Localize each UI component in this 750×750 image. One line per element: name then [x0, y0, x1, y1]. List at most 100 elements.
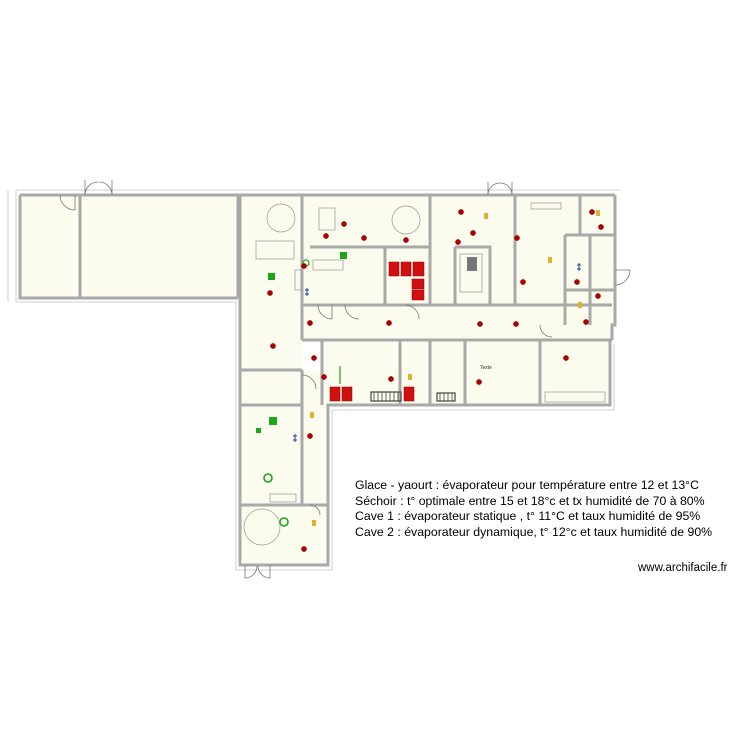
door-corridor-3 [404, 304, 420, 320]
marker [458, 209, 464, 215]
walls [18, 193, 617, 567]
equipment-block-2 [400, 261, 412, 277]
cabinet-1 [318, 207, 336, 231]
green-device-4 [256, 428, 261, 433]
note-cave-1: Cave 1 : évaporateur statique , t° 11°C … [355, 509, 701, 524]
marker [595, 293, 601, 299]
markers [267, 209, 604, 552]
marker [574, 279, 580, 285]
switch-2 [596, 210, 600, 216]
green-device-2 [340, 252, 347, 259]
round-table-3 [243, 508, 281, 546]
room-north-center [302, 195, 430, 305]
dark-fixtures [370, 257, 477, 402]
room-large-hall [80, 195, 238, 298]
green-fan-2 [279, 517, 289, 527]
outer-frame [7, 189, 620, 571]
marker [455, 239, 461, 245]
equipment-block-7 [341, 386, 353, 402]
marker [323, 233, 329, 239]
switch-4 [310, 412, 314, 418]
credit-link[interactable]: www.archifacile.fr [638, 562, 728, 574]
equipment-block-4 [411, 278, 425, 290]
radiator-lines-2 [439, 393, 453, 401]
door-south-exit [244, 565, 271, 579]
door-west-storage [59, 194, 76, 211]
fixtures [243, 202, 606, 546]
room-label-texte: Texte [480, 365, 492, 371]
switch-6 [408, 374, 412, 380]
room-west-storage [20, 195, 80, 298]
marker [341, 221, 347, 227]
door-corridor-1 [317, 304, 333, 320]
room-north-mid [430, 195, 515, 305]
marker [321, 374, 327, 380]
equipment [329, 261, 425, 402]
green-device-1 [268, 273, 275, 280]
marker [307, 433, 313, 439]
doors [59, 180, 631, 579]
note-glace-yaourt: Glace - yaourt : évaporateur pour tempér… [355, 478, 699, 492]
yellow-switches [310, 210, 600, 526]
round-table-1 [266, 203, 296, 233]
note-sechoir: Séchoir : t° optimale entre 15 et 18°c e… [355, 493, 705, 508]
marker [583, 319, 589, 325]
room-west-wing [240, 195, 302, 370]
marker [267, 290, 273, 296]
marker [520, 279, 526, 285]
marker [514, 235, 520, 241]
switch-7 [548, 257, 552, 263]
marker [311, 355, 317, 361]
switch-1 [484, 213, 488, 219]
note-cave-2: Cave 2 : évaporateur dynamique, t° 12°c … [355, 524, 713, 539]
shelf-south-2 [269, 493, 297, 503]
marker [388, 376, 394, 382]
door-north-mid [487, 182, 513, 196]
panel-2 [293, 434, 297, 442]
green-device-3 [269, 417, 277, 425]
counter-3 [459, 253, 483, 293]
equipment-block-6 [329, 386, 341, 402]
panel-1 [305, 288, 309, 296]
green-fan-1 [263, 473, 273, 483]
shelf-south-1 [544, 391, 606, 403]
equipment-block-8 [403, 386, 415, 402]
panel-3 [577, 263, 581, 271]
door-north-main [84, 180, 113, 196]
counter-1 [255, 240, 295, 260]
room-south-wing [240, 370, 328, 565]
marker [477, 321, 483, 327]
marker [361, 235, 367, 241]
radiator-lines-1 [373, 392, 399, 401]
equipment-block-5 [411, 289, 425, 301]
door-south-wing [301, 374, 317, 390]
marker [386, 320, 392, 326]
door-south-corridor [309, 504, 321, 516]
door-corridor-4 [539, 324, 553, 338]
equipment-block-3 [412, 261, 425, 277]
marker [470, 230, 476, 236]
equipment-block-1 [388, 261, 400, 277]
marker [598, 224, 604, 230]
blue-panels [293, 263, 581, 442]
marker [513, 321, 519, 327]
marker [476, 379, 482, 385]
marker [563, 355, 569, 361]
door-east [614, 269, 631, 286]
marker [403, 237, 409, 243]
switch-3 [578, 302, 582, 308]
marker [301, 263, 307, 269]
marker [589, 209, 595, 215]
sink [467, 257, 477, 271]
notes-block: Glace - yaourt : évaporateur pour tempér… [355, 478, 745, 540]
switch-5 [312, 520, 316, 526]
marker [307, 320, 313, 326]
marker [270, 343, 276, 349]
door-corridor-2 [344, 304, 360, 320]
counter-2 [312, 259, 344, 271]
round-table-2 [391, 205, 421, 235]
shelf-west [294, 269, 302, 291]
room-corridor [302, 305, 612, 340]
marker [301, 546, 307, 552]
